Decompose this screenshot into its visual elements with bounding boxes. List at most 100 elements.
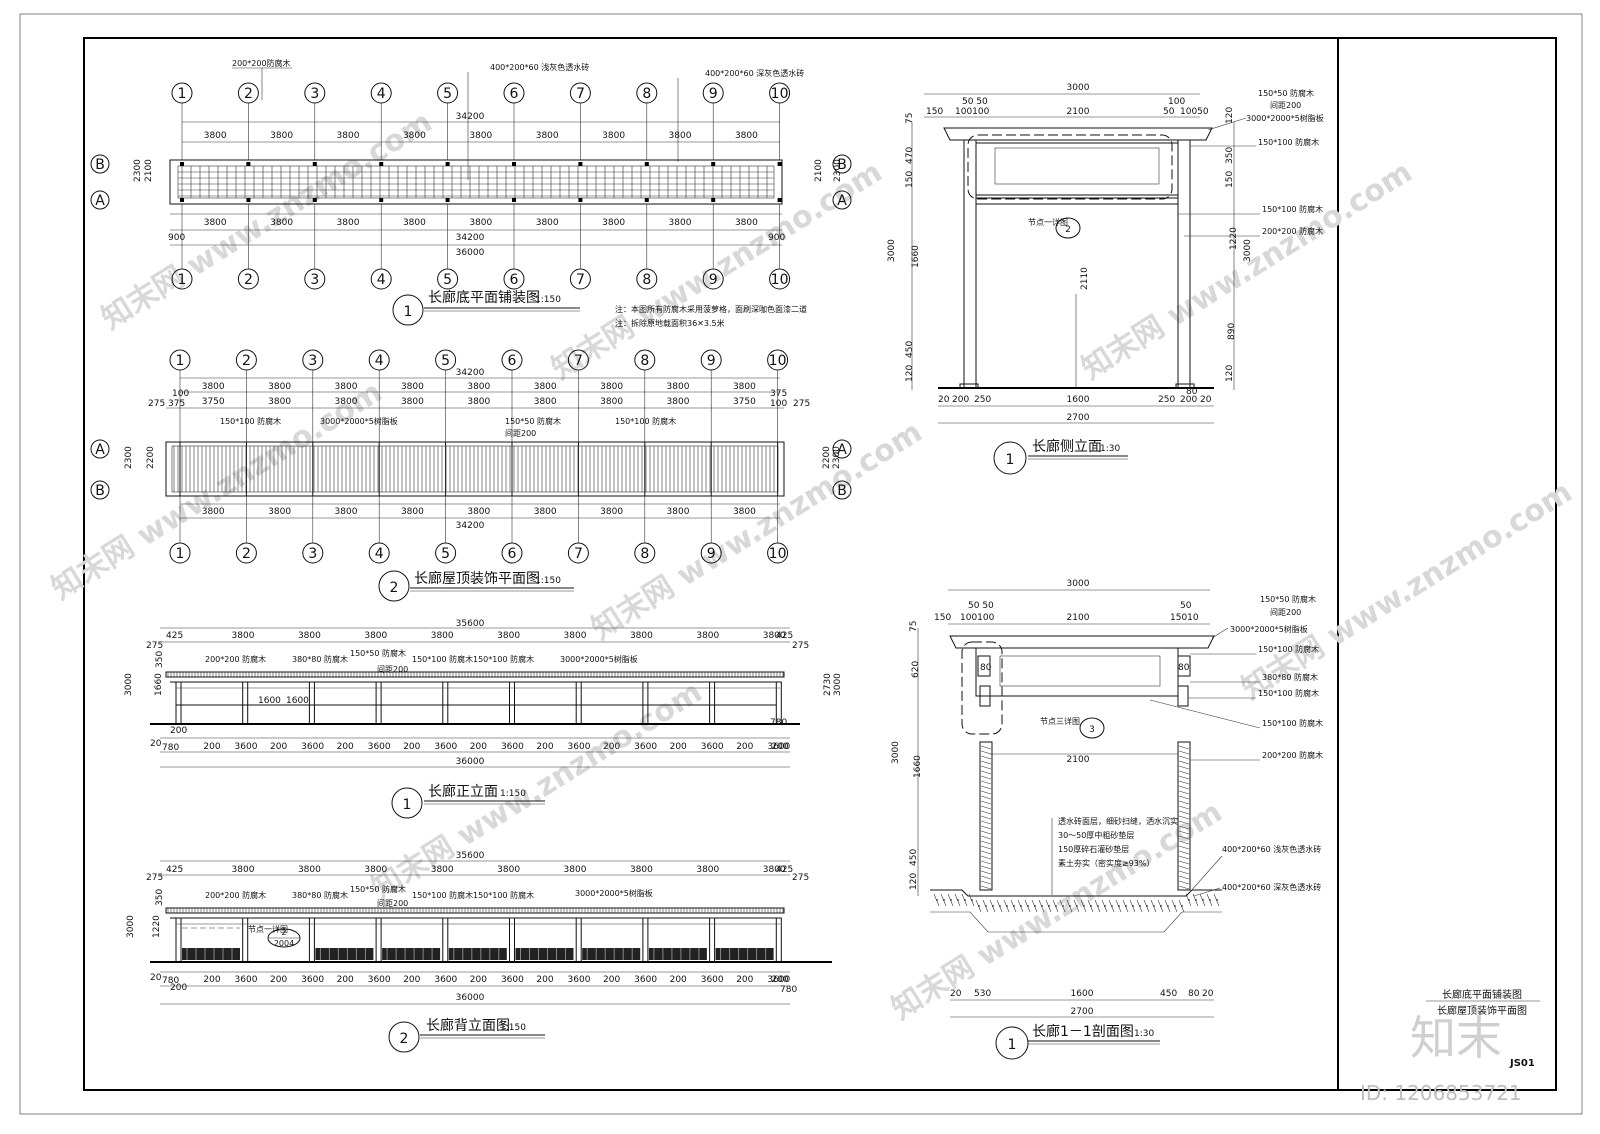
- sec-dim-120: 120: [909, 873, 919, 890]
- post-grain: [1178, 745, 1190, 750]
- side-dim-200-right: 200: [1180, 395, 1197, 405]
- bay-dim: 3800: [467, 397, 490, 407]
- post-dim: 200: [470, 975, 487, 985]
- side-footing-left: [959, 383, 979, 389]
- post-grain: [980, 860, 992, 865]
- side-label-200: 200*200 防腐木: [1262, 226, 1323, 236]
- gravel-dot: [999, 905, 1001, 907]
- side-dim-3000: 3000: [1067, 83, 1090, 93]
- post-grain: [1178, 765, 1190, 770]
- post-dim: 200: [670, 742, 687, 752]
- post-grain: [980, 785, 992, 790]
- plan-scale: 1:150: [535, 295, 561, 305]
- front-top-dim: 3800: [630, 631, 653, 641]
- axis-label: 2: [244, 86, 253, 102]
- sec-bracket-right: [1177, 655, 1191, 677]
- post-grain: [1178, 800, 1190, 805]
- roof-dim-275-right: 275: [793, 399, 810, 409]
- side-inner-panel: [994, 147, 1160, 185]
- post-dim: 200: [670, 975, 687, 985]
- side-label-resin: 3000*2000*5树脂板: [1246, 113, 1324, 123]
- sec-dim-20-right: 20: [1202, 989, 1214, 999]
- post: [775, 917, 782, 963]
- front-top-dim: 3800: [497, 631, 520, 641]
- front-top-dim: 3800: [298, 631, 321, 641]
- axis-label: 6: [508, 353, 517, 369]
- section-1-1: 3000 50 50 50 150 100100 2100 15010 80 8…: [891, 579, 1323, 1060]
- sec-bracket-left: [977, 655, 991, 677]
- gravel-dot: [1118, 905, 1120, 907]
- front-dim-275-right: 275: [792, 641, 809, 651]
- sec-block-right: [1177, 685, 1189, 707]
- bench: [448, 948, 507, 960]
- sec-dim-50: 50: [1180, 601, 1192, 611]
- bay-dim: 3800: [600, 382, 623, 392]
- sec-brick-light: 400*200*60 浅灰色透水砖: [1222, 844, 1321, 854]
- back-label-resin: 3000*2000*5树脂板: [575, 888, 653, 898]
- bay-dim: 3800: [204, 131, 227, 141]
- dim-34200: 34200: [456, 112, 485, 122]
- gravel-dot: [1027, 905, 1029, 907]
- post-grain: [1178, 775, 1190, 780]
- back-top-dim: 3800: [564, 865, 587, 875]
- gravel-dot: [1069, 905, 1071, 907]
- sec-label-gap: 间距200: [1270, 608, 1301, 617]
- bench: [582, 948, 641, 960]
- post-marker: [445, 162, 450, 166]
- side-dim-250: 250: [974, 395, 991, 405]
- post-grain: [980, 885, 992, 890]
- bay-dim: 3800: [735, 218, 758, 228]
- side-dim-2110: 2110: [1080, 267, 1090, 290]
- gravel-dot: [1006, 905, 1008, 907]
- gravel-dot: [964, 899, 966, 901]
- front-scale: 1:150: [500, 789, 526, 799]
- post: [642, 917, 649, 963]
- axis-label: 9: [709, 272, 718, 288]
- sec-dim-2700: 2700: [1071, 1007, 1094, 1017]
- axis-label: 9: [707, 353, 716, 369]
- front-label-380: 380*80 防腐木: [292, 654, 348, 664]
- post-marker: [644, 162, 649, 166]
- back-callout-2004: 2004: [274, 939, 294, 948]
- side-beam: [975, 197, 1179, 205]
- gravel-dot: [1125, 905, 1127, 907]
- post-dim: 200: [603, 742, 620, 752]
- post-dim: 200: [771, 975, 788, 985]
- gravel-dot: [1146, 905, 1148, 907]
- post-grain: [980, 830, 992, 835]
- roof-label-150x100b: 150*100 防腐木: [615, 416, 676, 426]
- gravel-dot: [985, 905, 987, 907]
- axis-label: 1: [178, 86, 187, 102]
- axis-label: 7: [574, 353, 583, 369]
- post-dim: 200: [771, 742, 788, 752]
- post-grain: [1178, 750, 1190, 755]
- axis-label: 5: [441, 546, 450, 562]
- sec-node3: 节点三详图: [1040, 716, 1080, 726]
- span-dim: 3600: [701, 742, 724, 752]
- post-grain: [980, 875, 992, 880]
- bay-dim: 3800: [401, 507, 424, 517]
- post-marker: [777, 198, 782, 202]
- axis-label: 8: [642, 272, 651, 288]
- title-bubble: [391, 787, 423, 819]
- sec-dim-80-right: 80: [1178, 663, 1190, 673]
- bench: [715, 948, 774, 960]
- axis-label: 8: [640, 546, 649, 562]
- paving-field: [177, 165, 775, 199]
- side-title: 长廊侧立面: [1032, 438, 1102, 455]
- post-dim: 200: [403, 975, 420, 985]
- post-grain: [980, 865, 992, 870]
- post: [242, 917, 249, 963]
- roof-label-resin: 3000*2000*5树脂板: [320, 416, 398, 426]
- sec-dim-150: 150: [934, 613, 951, 623]
- gravel-dot: [950, 899, 952, 901]
- post-marker: [445, 198, 450, 202]
- plan-outline: [169, 159, 783, 205]
- side-dim-1220: 1220: [1229, 227, 1239, 250]
- post-grain: [980, 800, 992, 805]
- side-node1: 节点一详图: [1028, 217, 1068, 227]
- side-roof: [943, 127, 1213, 141]
